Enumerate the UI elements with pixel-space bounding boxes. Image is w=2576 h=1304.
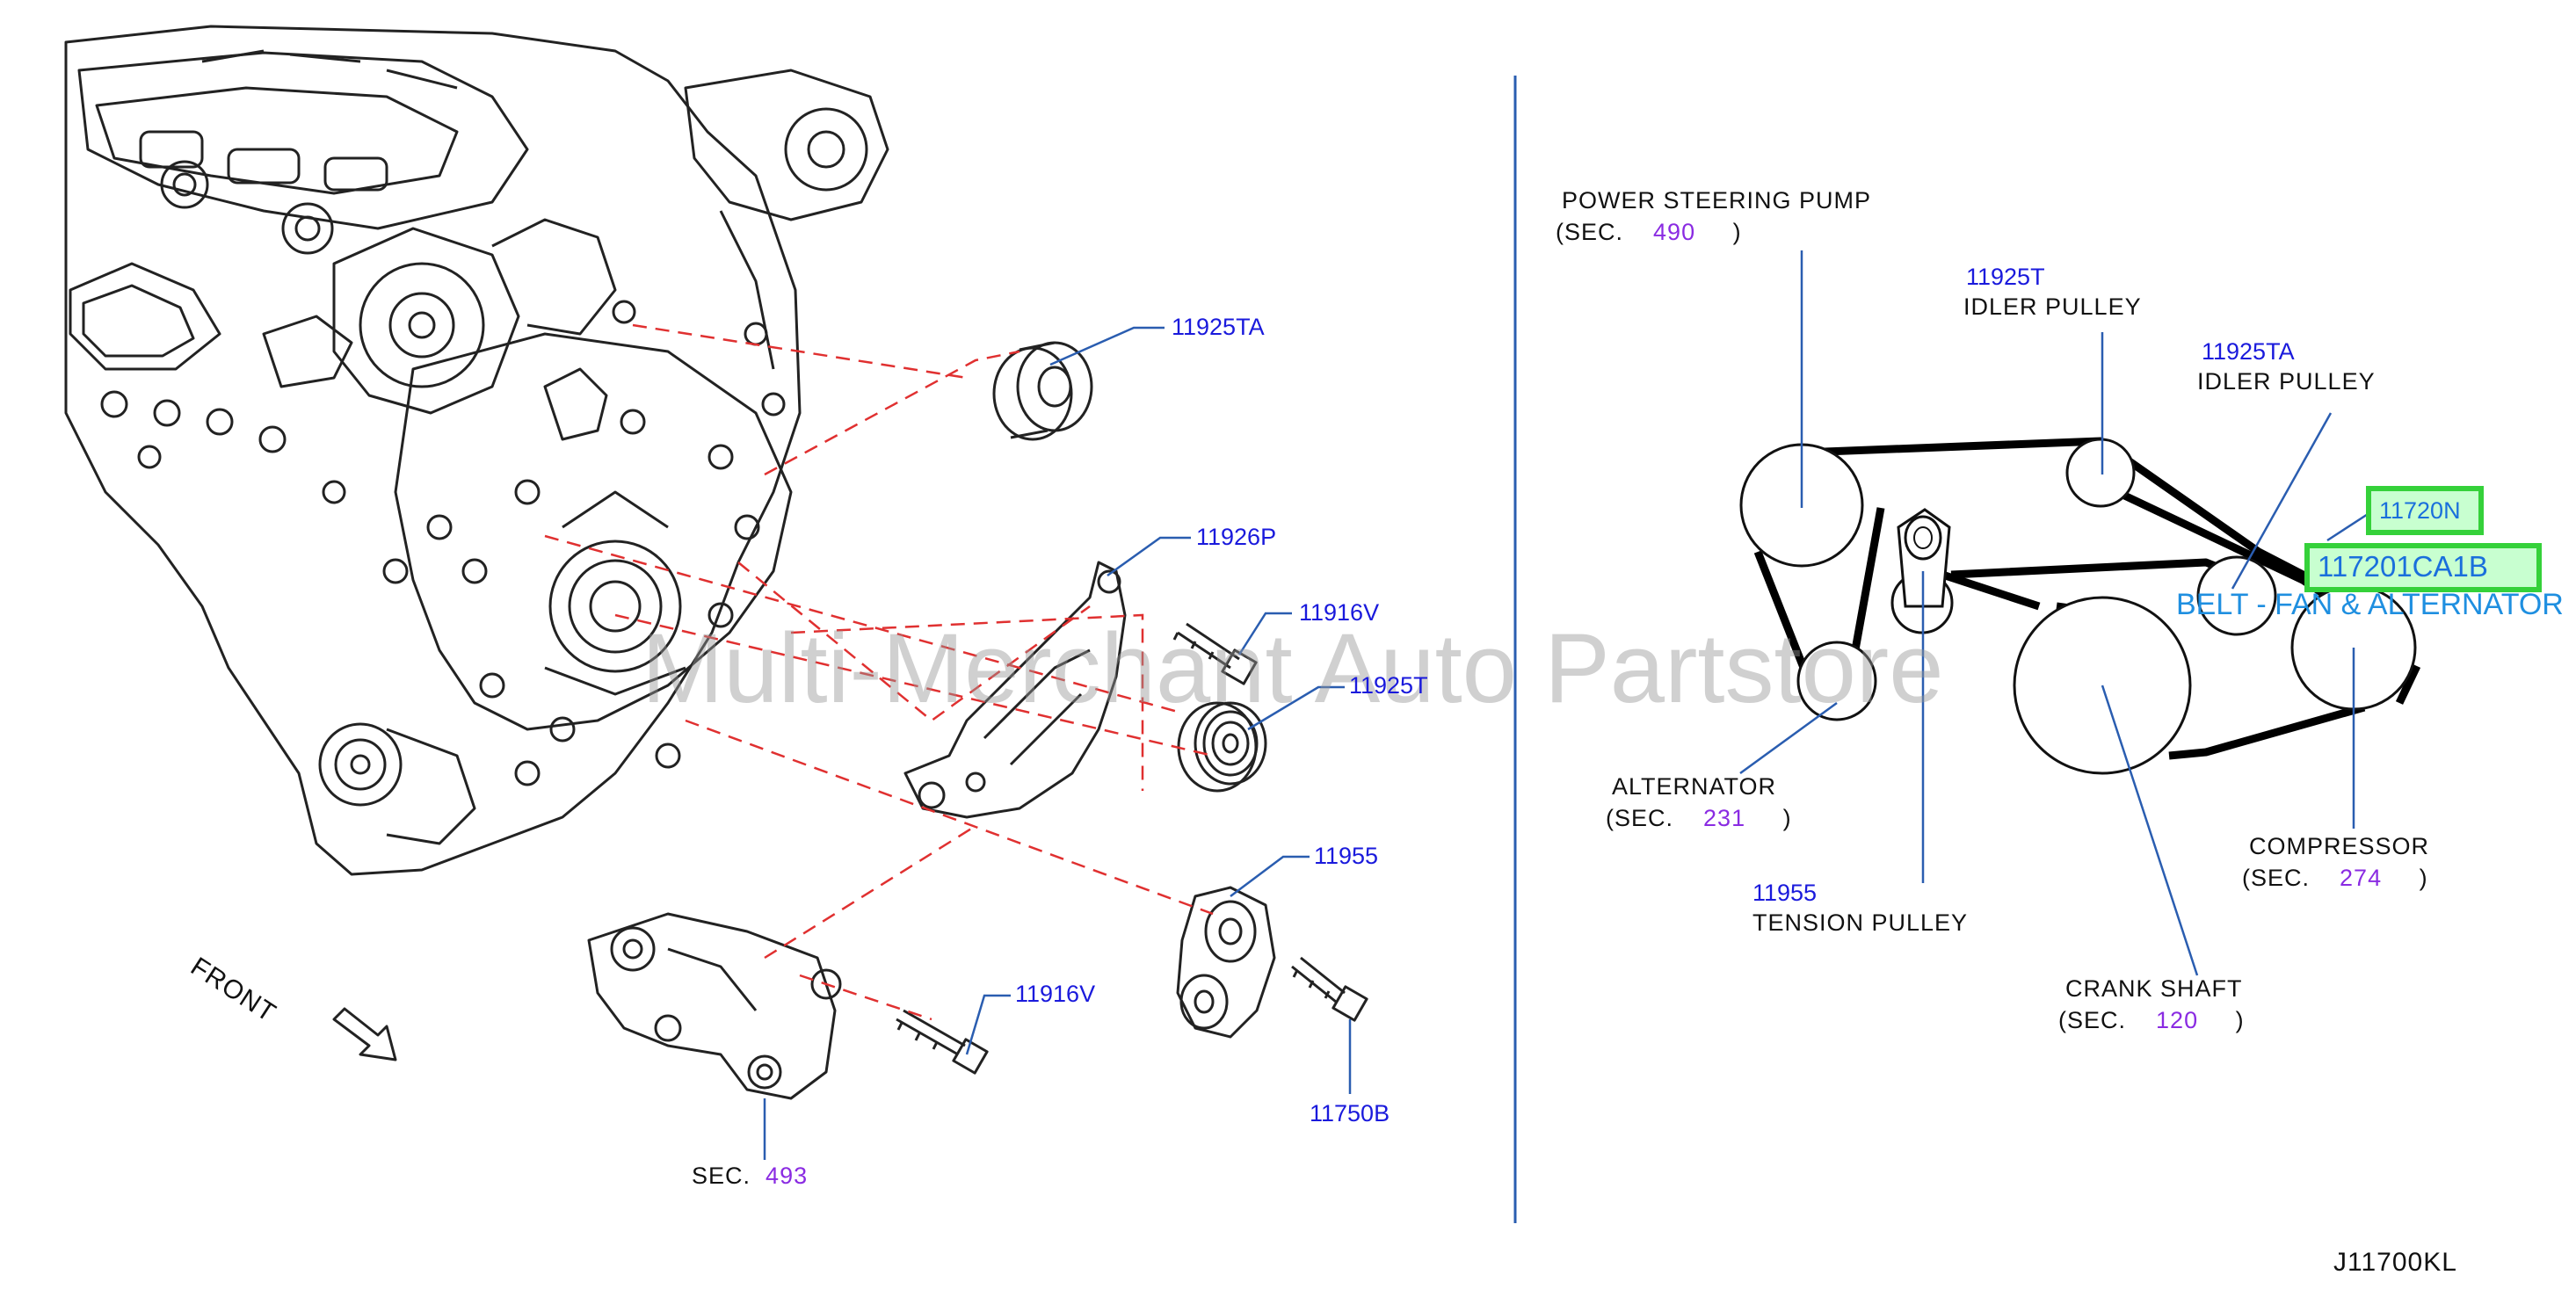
callout-11916V-lower[interactable]: 11916V	[1015, 981, 1096, 1007]
sec-493-label: SEC. 493	[692, 1163, 809, 1189]
power-steering-sec: (SEC. 490 )	[1556, 219, 1742, 245]
idler-pulley-11925TA	[2196, 555, 2277, 636]
diagram-code: J11700KL	[2333, 1248, 2457, 1277]
sec-274-number[interactable]: 274	[2340, 865, 2383, 891]
power-steering-label: POWER STEERING PUMP	[1562, 187, 1872, 214]
sec-493-number[interactable]: 493	[766, 1163, 809, 1189]
callout-11926P[interactable]: 11926P	[1196, 524, 1277, 550]
idler-pulley-11925T	[2065, 438, 2136, 508]
alternator-sec: (SEC. 231 )	[1606, 805, 1792, 831]
highlight-117201CA1B[interactable]: 117201CA1B	[2318, 550, 2488, 583]
sec-120-number[interactable]: 120	[2156, 1007, 2199, 1033]
callout-11916V-upper[interactable]: 11916V	[1299, 599, 1380, 626]
idler-11925T-part[interactable]: 11925T	[1966, 264, 2045, 290]
crank-label: CRANK SHAFT	[2065, 975, 2243, 1002]
highlight-11720N[interactable]: 11720N	[2379, 497, 2461, 524]
watermark: Multi-Merchant Auto Partstore	[642, 613, 1944, 723]
exploded-leader-lines	[763, 326, 1352, 1160]
exploded-parts-drawing	[332, 341, 1368, 1100]
highlight-box-117201CA1B	[2304, 543, 2542, 592]
callout-11750B[interactable]: 11750B	[1310, 1100, 1390, 1127]
highlight-box-11720N	[2366, 486, 2484, 535]
idler-11925T-name: IDLER PULLEY	[1963, 293, 2142, 320]
callout-11925T[interactable]: 11925T	[1349, 672, 1428, 699]
idler-11925TA-name: IDLER PULLEY	[2197, 368, 2376, 395]
compressor-label: COMPRESSOR	[2249, 833, 2430, 859]
sec-231-number[interactable]: 231	[1703, 805, 1746, 831]
alternator-pulley	[1796, 641, 1877, 721]
belt-leader-lines	[1739, 250, 2378, 976]
sec-490-number[interactable]: 490	[1653, 219, 1696, 245]
compressor-sec: (SEC. 274 )	[2242, 865, 2428, 891]
engine-block-drawing	[64, 25, 889, 876]
callout-11955[interactable]: 11955	[1314, 843, 1379, 869]
crank-sec: (SEC. 120 )	[2058, 1007, 2245, 1033]
tension-name: TENSION PULLEY	[1752, 909, 1969, 936]
callout-11925TA[interactable]: 11925TA	[1172, 314, 1265, 340]
alternator-label: ALTERNATOR	[1612, 773, 1777, 800]
idler-11925TA-part[interactable]: 11925TA	[2202, 338, 2295, 365]
tension-part[interactable]: 11955	[1752, 880, 1818, 906]
belt-name-label: BELT - FAN & ALTERNATOR	[2176, 588, 2564, 621]
dashed-alignment-lines	[544, 323, 1214, 1021]
